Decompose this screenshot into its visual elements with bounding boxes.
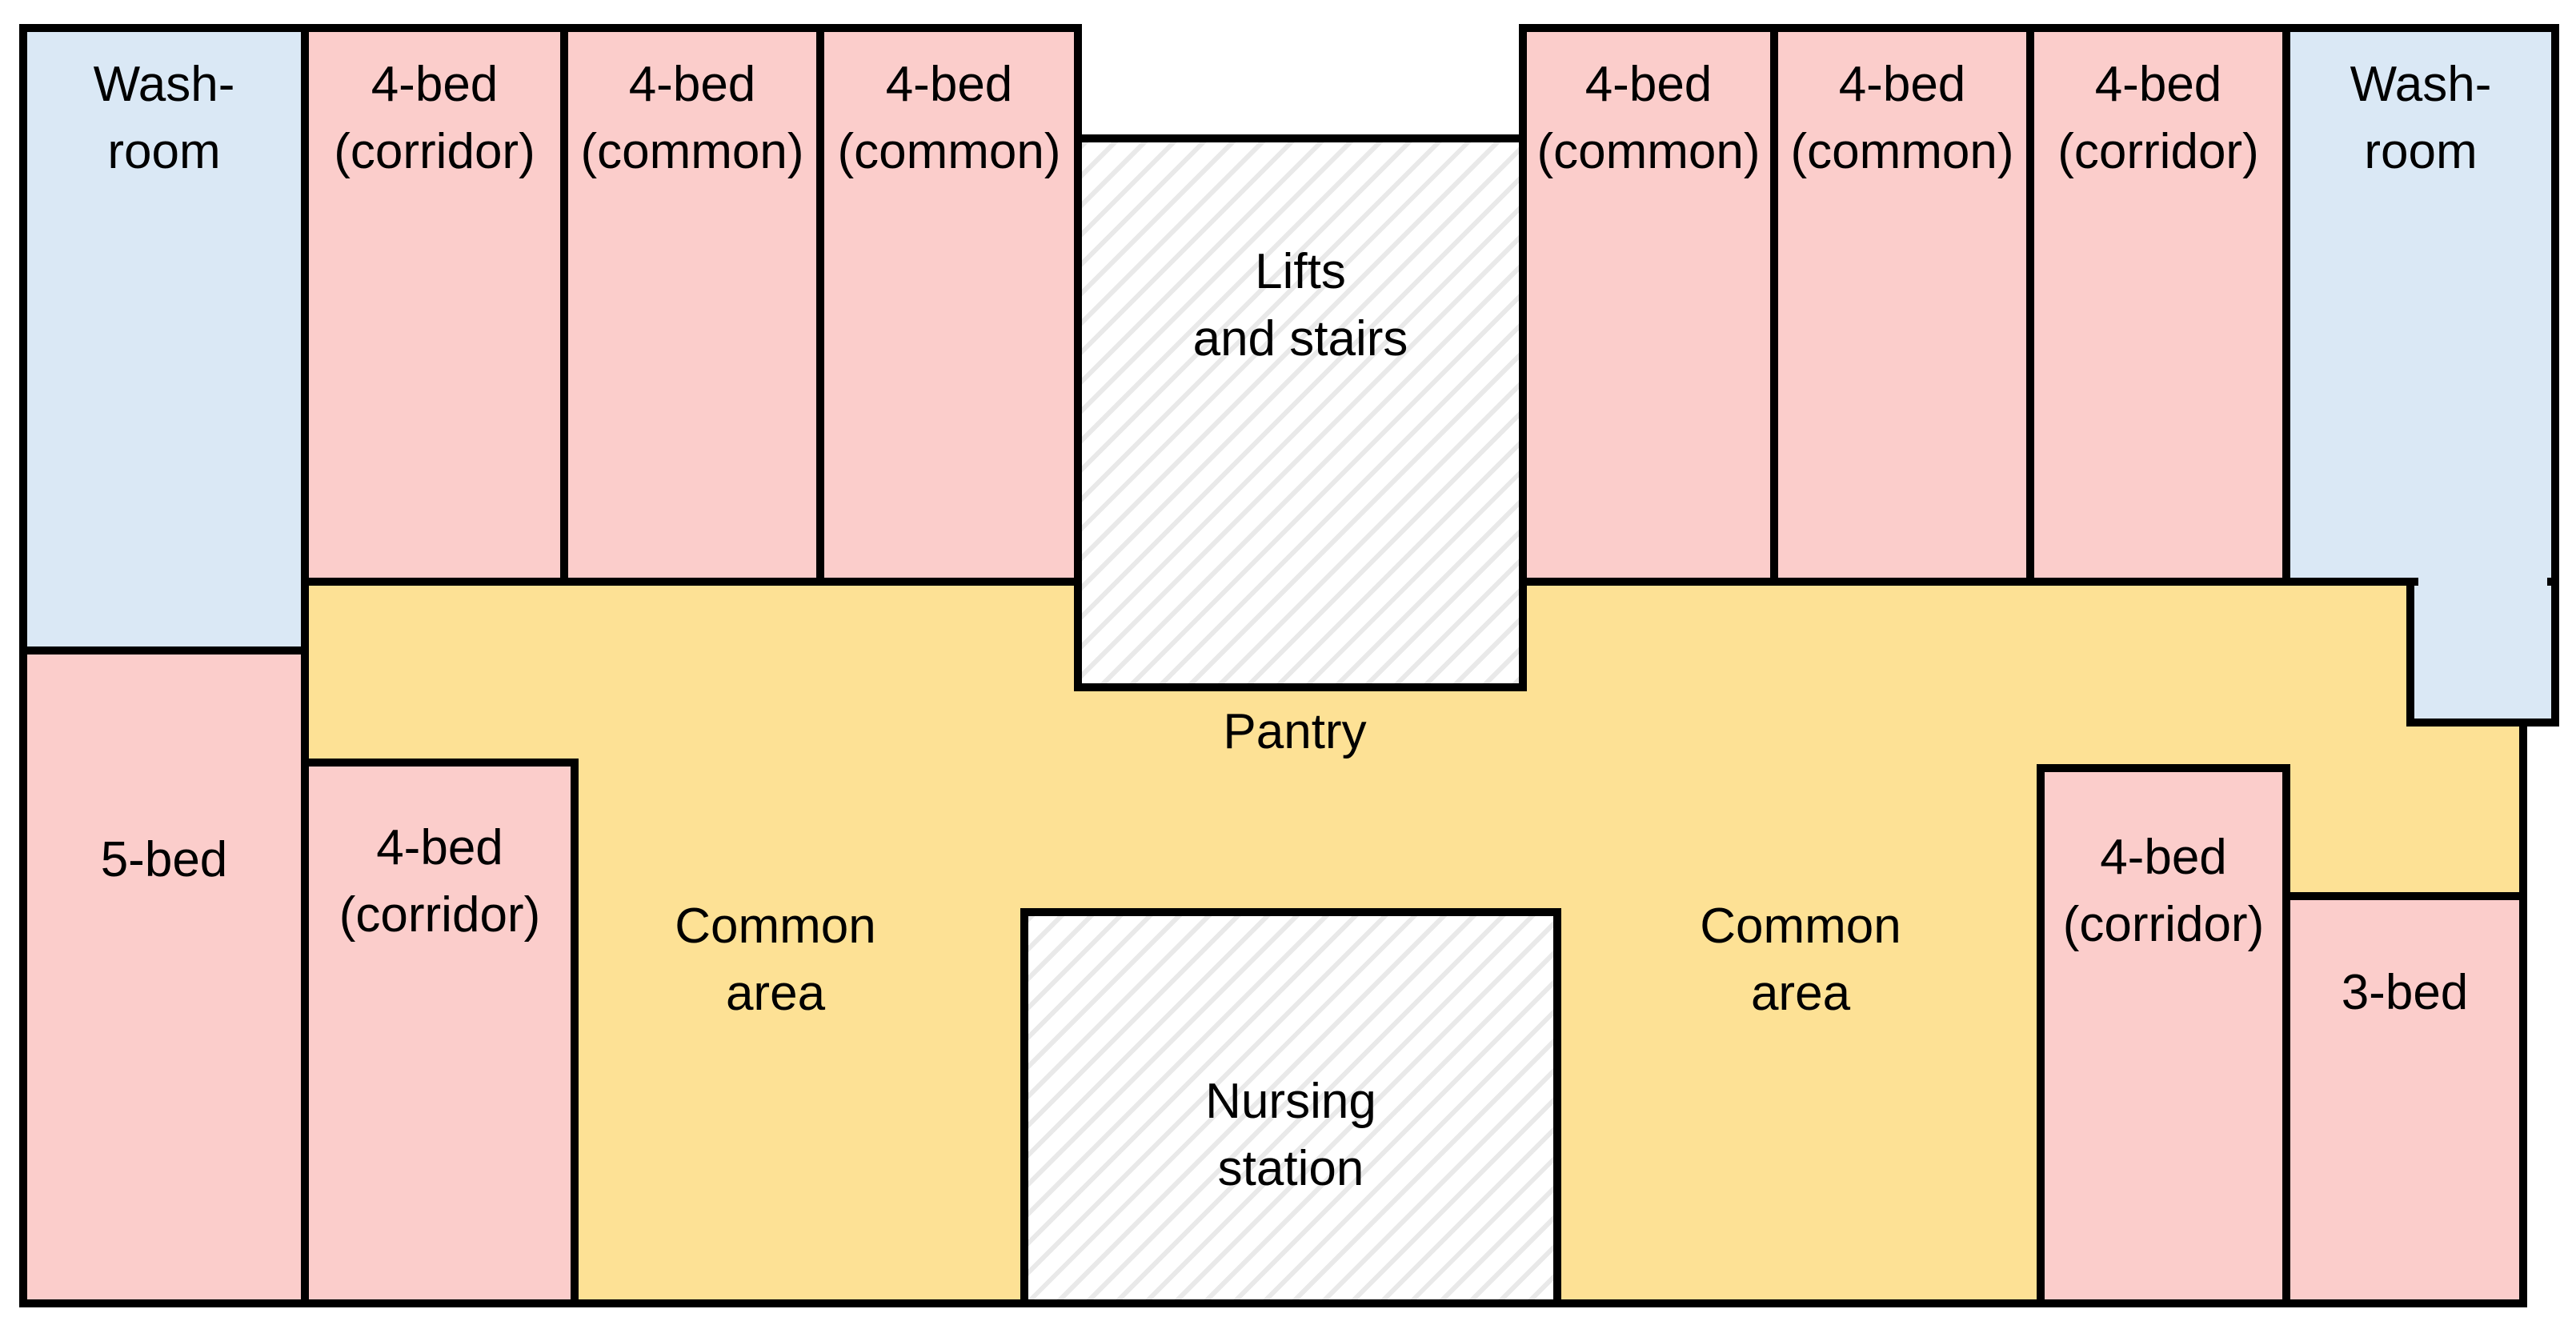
room-4bed-common-top-2: 4-bed (common) — [816, 24, 1082, 586]
room-4bed-common-top-4: 4-bed (common) — [1770, 24, 2034, 586]
room-3bed: 3-bed — [2282, 892, 2527, 1307]
room-4bed-corridor-bottom-right: 4-bed (corridor) — [2037, 764, 2290, 1307]
room-washroom-left: Wash- room — [19, 24, 309, 654]
room-5bed: 5-bed — [19, 646, 309, 1307]
room-4bed-corridor-bottom-left: 4-bed (corridor) — [301, 759, 579, 1307]
room-4bed-corridor-top-left: 4-bed (corridor) — [301, 24, 568, 586]
washroom-right-seam — [2418, 570, 2547, 590]
room-washroom-right: Wash- room — [2282, 24, 2559, 586]
label-pantry: Pantry — [1223, 704, 1367, 759]
facility-nursing-station: Nursing station — [1020, 908, 1561, 1307]
label-common-area-right: Common area — [1700, 899, 1901, 1021]
room-4bed-common-top-3: 4-bed (common) — [1519, 24, 1778, 586]
room-4bed-common-top-1: 4-bed (common) — [560, 24, 824, 586]
facility-lifts-stairs: Lifts and stairs — [1074, 134, 1527, 691]
room-4bed-corridor-top-right: 4-bed (corridor) — [2026, 24, 2290, 586]
room-washroom-right-annex — [2406, 578, 2559, 727]
label-common-area-left: Common area — [675, 899, 876, 1021]
